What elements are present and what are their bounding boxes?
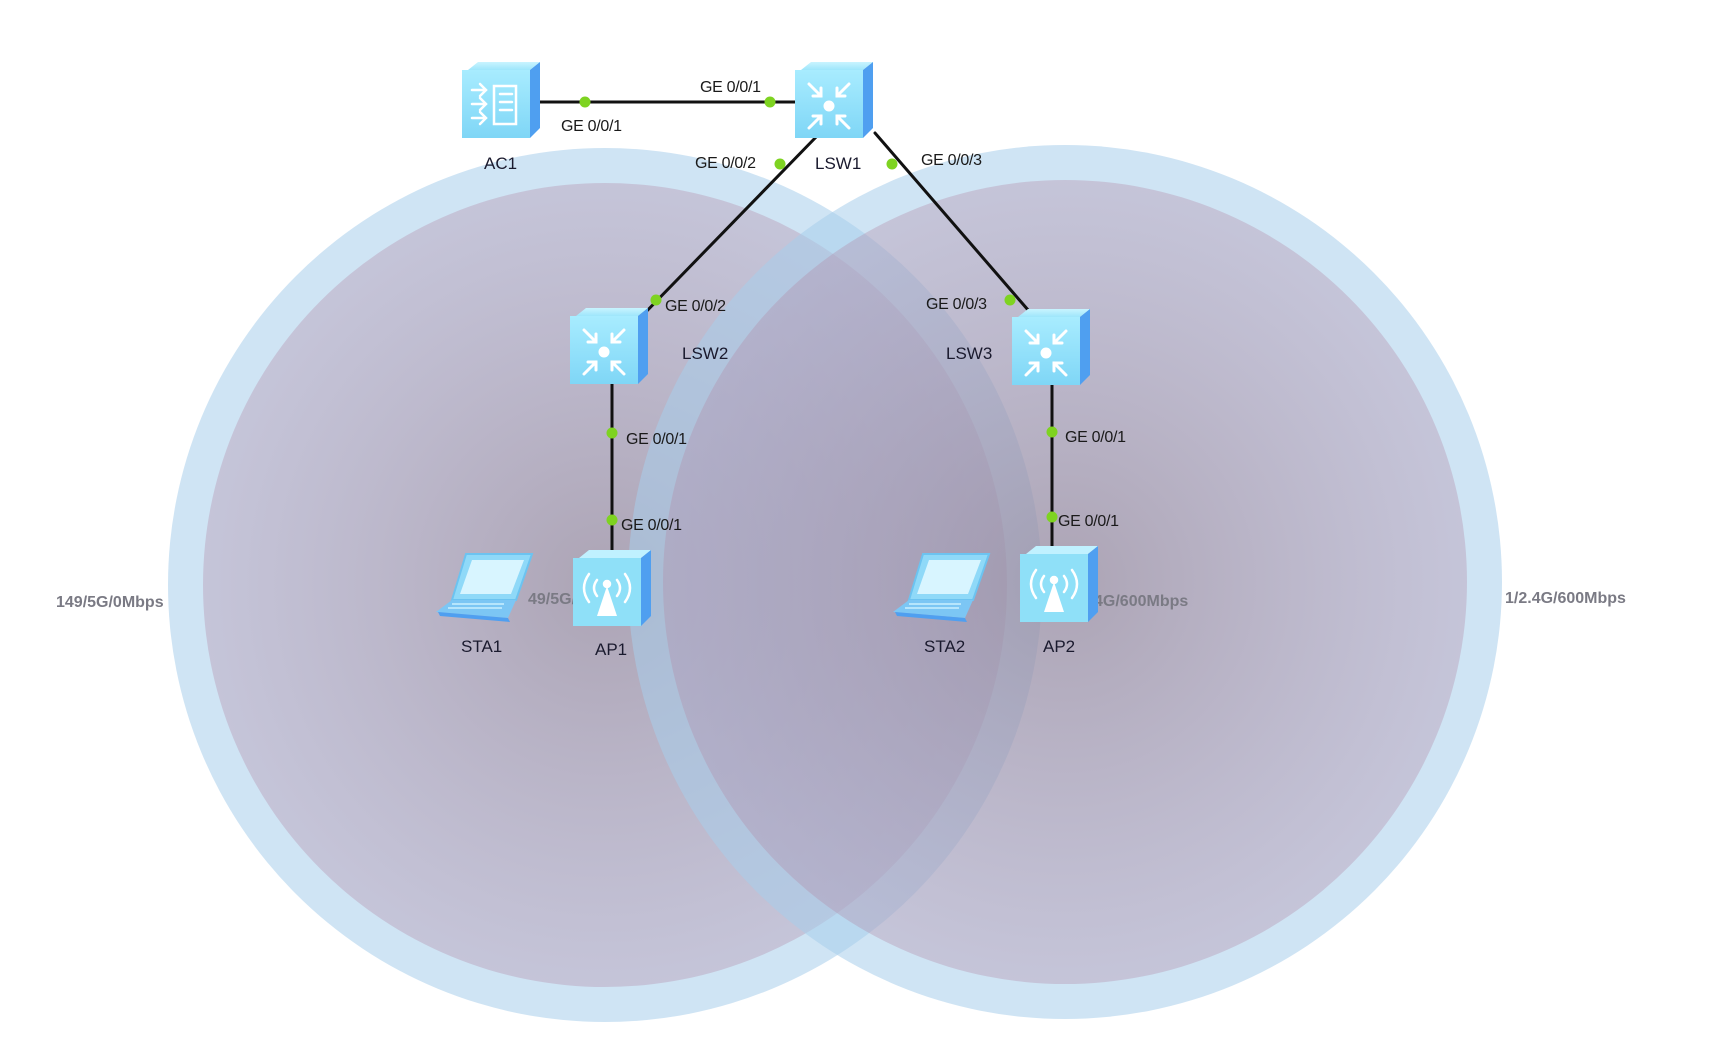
link-lsw1-lsw3[interactable] [873,131,1037,320]
port-label-lsw1-ge002: GE 0/0/2 [695,155,756,172]
port-label-lsw2-ge002: GE 0/0/2 [665,298,726,315]
port-dot-lsw3-ge001[interactable] [1046,426,1058,438]
antenna-mast-icon [597,586,617,616]
coverage-label-ap2: 1/2.4G/600Mbps [1505,590,1626,607]
coverage-label-ap1: 149/5G/0Mbps [56,594,164,611]
switch-icon [1024,329,1068,377]
laptop-icon [436,553,534,622]
device-label-lsw3: LSW3 [946,344,993,363]
antenna-mast-icon [1044,582,1064,612]
device-ap1[interactable] [573,550,651,626]
coverage-label-ap1-inner: 49/5G/0 [528,591,585,608]
device-label-lsw2: LSW2 [682,344,729,363]
device-lsw2[interactable] [570,308,648,384]
port-label-ap1-ge001: GE 0/0/1 [621,517,682,534]
port-dot-lsw3-ge003[interactable] [1004,294,1016,306]
device-sta1[interactable] [436,553,534,622]
port-dot-ac1-ge001[interactable] [579,96,591,108]
port-dot-lsw2-ge002[interactable] [650,294,662,306]
switch-icon [807,82,851,130]
device-ap2[interactable] [1020,546,1098,622]
device-lsw3[interactable] [1012,309,1090,385]
port-label-lsw1-ge003: GE 0/0/3 [921,152,982,169]
switch-icon [582,328,626,376]
port-dot-ap2-ge001[interactable] [1046,511,1058,523]
port-label-ap2-ge001: GE 0/0/1 [1058,513,1119,530]
coverage-label-ap2-inner: 4G/600Mbps [1094,593,1189,610]
device-label-sta2: STA2 [924,637,966,656]
port-label-lsw3-ge001: GE 0/0/1 [1065,429,1126,446]
device-label-lsw1: LSW1 [815,154,862,173]
device-lsw1[interactable] [795,62,873,138]
link-lsw1-lsw2[interactable] [638,133,820,320]
device-label-sta1: STA1 [461,637,503,656]
wireless-ap-icon [582,572,632,604]
access-controller-icon [470,82,518,126]
device-label-ap2: AP2 [1043,637,1076,656]
port-dot-lsw1-ge003[interactable] [886,158,898,170]
port-label-lsw1-ge001: GE 0/0/1 [700,79,761,96]
device-label-ac1: AC1 [484,154,518,173]
port-dot-ap1-ge001[interactable] [606,514,618,526]
port-label-ac1-ge001: GE 0/0/1 [561,118,622,135]
port-dot-lsw1-ge001[interactable] [764,96,776,108]
port-label-lsw3-ge003: GE 0/0/3 [926,296,987,313]
laptop-icon [893,553,991,622]
device-ac1[interactable] [462,62,540,138]
device-label-ap1: AP1 [595,640,628,659]
device-sta2[interactable] [893,553,991,622]
port-dot-lsw2-ge001[interactable] [606,427,618,439]
port-dot-lsw1-ge002[interactable] [774,158,786,170]
port-label-lsw2-ge001: GE 0/0/1 [626,431,687,448]
